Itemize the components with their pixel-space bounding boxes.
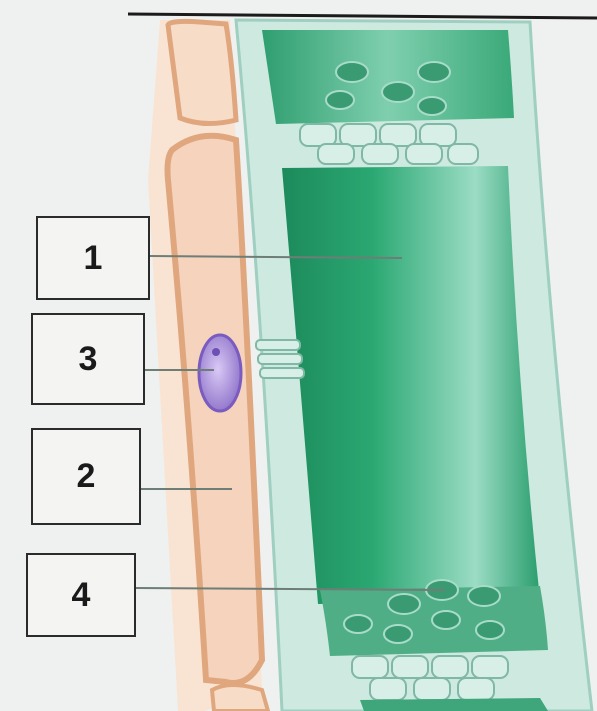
label-4-text: 4 bbox=[72, 576, 91, 615]
label-box-3: 3 bbox=[31, 313, 145, 405]
sieve-tube-column bbox=[236, 20, 592, 711]
label-3-text: 3 bbox=[79, 340, 98, 379]
label-box-2: 2 bbox=[31, 428, 141, 525]
upper-sieve-tube bbox=[262, 30, 514, 124]
label-box-4: 4 bbox=[26, 553, 136, 637]
nucleolus bbox=[212, 348, 220, 356]
label-1-text: 1 bbox=[84, 239, 103, 278]
sieve-tube-element bbox=[282, 166, 540, 604]
top-border-line bbox=[128, 14, 597, 18]
upper-companion-cell bbox=[168, 21, 236, 123]
label-box-1: 1 bbox=[36, 216, 150, 300]
pit-field bbox=[256, 340, 304, 378]
upper-sieve-plate bbox=[300, 124, 478, 164]
nucleus bbox=[199, 335, 241, 411]
label-2-text: 2 bbox=[77, 457, 96, 496]
